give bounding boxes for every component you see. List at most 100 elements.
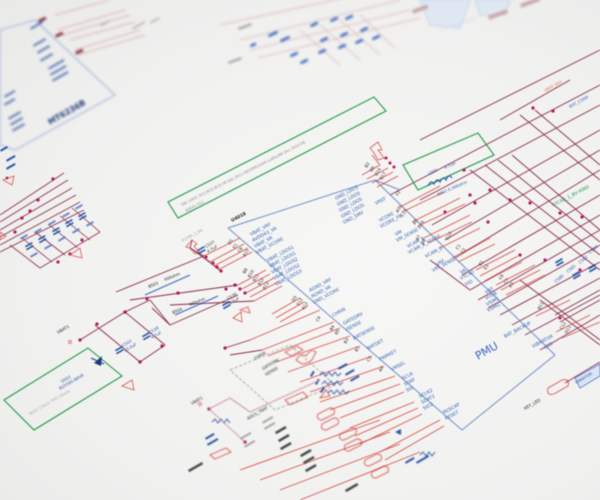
- svg-text:C7: C7: [503, 277, 510, 285]
- svg-text:B11: B11: [252, 273, 261, 283]
- adc-net-label: ADCS_TBAT: [246, 405, 269, 421]
- svg-text:B11: B11: [537, 301, 546, 311]
- svg-text:VBT: VBT: [484, 286, 495, 296]
- mt6236b-label: MT6236B: [47, 98, 88, 127]
- svg-text:C537: C537: [204, 239, 216, 249]
- bottom-right-region: KEY_LED VIBRATOR: [523, 289, 600, 411]
- pulldown-resistors: [211, 371, 436, 457]
- mt6236b-top-wires: [54, 0, 146, 56]
- pmu-ref: U4018: [230, 211, 247, 224]
- key-led-connector: [547, 379, 569, 395]
- pmu-top-pins: GND_LDOS GND_LDOS GND_LDOS GND_LDOS GND_…: [334, 184, 388, 225]
- inductor-label: R502 0.300ohm: [436, 179, 467, 197]
- cap-c580-label: C580: [553, 273, 565, 284]
- svg-text:A9: A9: [412, 218, 419, 226]
- inductor-box-outline: [402, 132, 495, 191]
- left-array-caps: [25, 212, 87, 251]
- inductor-value: 4.7uH: [443, 161, 456, 170]
- cap-c543: C543 10.0uF: [114, 338, 138, 355]
- svg-text:A4: A4: [378, 365, 385, 373]
- vbat-bottom-label: VBAT1: [190, 395, 204, 406]
- svg-text:C4: C4: [315, 315, 322, 323]
- svg-text:4.7uF: 4.7uF: [150, 330, 163, 340]
- svg-text:B3: B3: [343, 337, 350, 345]
- svg-text:SDAT: SDAT: [403, 377, 417, 388]
- left-junctions: [78, 255, 247, 364]
- svg-text:D8: D8: [420, 238, 427, 246]
- svg-text:A15: A15: [242, 248, 251, 258]
- svg-text:B504: B504: [172, 306, 184, 315]
- top-left-chip-region: MT6236B: [0, 0, 160, 151]
- pmu-pin-wires: [203, 154, 600, 500]
- ground-arrow-c536: [232, 311, 243, 323]
- inductor-box: L501 4.7uH R502 0.300ohm: [402, 132, 495, 197]
- charger-label: CHRIN: [253, 350, 267, 361]
- left-array-ground-symbol: [69, 247, 83, 259]
- svg-text:B17: B17: [379, 171, 388, 181]
- cap-c583-label: C583: [587, 244, 599, 255]
- svg-text:VUSB: VUSB: [484, 291, 498, 302]
- svg-text:B8: B8: [242, 267, 249, 275]
- top-right-boxes: [412, 0, 541, 31]
- svg-text:VMSEL: VMSEL: [390, 360, 407, 373]
- pmu-outline-left-bottom: [227, 227, 556, 431]
- svg-text:A11: A11: [395, 204, 404, 214]
- ferrite-b503: B503 600ohm: [144, 271, 191, 296]
- small-blue-labels: [205, 363, 430, 464]
- svg-text:VM: VM: [394, 229, 403, 238]
- pmu-left-pin-numbers: D1 E1 C8 A15 B8 B10 B11 B12 B13 D3 E12 A…: [227, 238, 385, 373]
- pmu-top-pin-numbers: B2 B6 B14 B17 F2: [364, 161, 402, 197]
- diode-ref: D502: [60, 374, 72, 384]
- svg-text:VREF: VREF: [374, 196, 388, 207]
- inductor-ref: L501: [427, 167, 438, 176]
- svg-text:E1: E1: [478, 259, 485, 266]
- cap-c582-label: C582: [577, 254, 589, 265]
- svg-text:BATDET: BATDET: [366, 338, 385, 352]
- svg-text:C2: C2: [460, 247, 467, 255]
- svg-text:C6: C6: [498, 273, 505, 281]
- svg-text:SIO: SIO: [405, 385, 415, 394]
- cap-c538: C538 4.7uF: [141, 325, 163, 341]
- note-box-line1: DEL U502, R(1),R(2),R(3) 09 XAL 2011 DEV…: [181, 140, 307, 207]
- pmu-chip: U4018 PMU VBAT_VRF AVDD43_VA VBAT_VA VBA…: [227, 161, 572, 431]
- diode-box-outline: [3, 347, 123, 431]
- top-center-bus: [219, 0, 421, 66]
- svg-text:C543: C543: [121, 338, 133, 348]
- svg-text:VIO: VIO: [464, 278, 474, 287]
- svg-text:600ohm: 600ohm: [164, 271, 181, 282]
- cap-c537: C537 4.7uF: [196, 239, 219, 255]
- svg-text:A7: A7: [415, 234, 422, 242]
- svg-text:10.0uF: 10.0uF: [123, 341, 138, 353]
- left-array-junctions: [13, 177, 84, 264]
- inductor-symbol: [427, 175, 453, 187]
- svg-text:BAT_BACKUP: BAT_BACKUP: [503, 321, 532, 340]
- left-components: C537 4.7uF B503 600ohm B504 600ohm C536 …: [56, 239, 243, 391]
- svg-text:B503: B503: [148, 280, 160, 289]
- svg-text:B14: B14: [374, 167, 383, 177]
- svg-text:C536: C536: [226, 291, 238, 301]
- svg-text:SIO2: SIO2: [422, 401, 434, 411]
- charger-dashed-box: [229, 344, 336, 411]
- left-array-bus-lines: [0, 172, 101, 269]
- bottom-small-labels: [188, 426, 359, 493]
- svg-text:A12: A12: [301, 301, 310, 311]
- svg-text:PWRKEY: PWRKEY: [378, 348, 398, 362]
- svg-text:E3: E3: [483, 263, 490, 270]
- power-arrow-top: [185, 239, 200, 255]
- note-box-outline: [167, 96, 387, 219]
- top-center-components: [250, 14, 381, 65]
- svg-text:C10: C10: [445, 231, 454, 241]
- left-capacitor-array: [0, 146, 101, 269]
- pmu-name: PMU: [473, 339, 500, 362]
- svg-text:B2: B2: [364, 161, 371, 169]
- svg-text:C538: C538: [148, 325, 160, 335]
- key-led-label: KEY_LED: [523, 397, 541, 410]
- svg-text:LED: LED: [543, 341, 554, 351]
- right-side-caps: C580 C581 C582 C583: [553, 244, 599, 284]
- ground-arrow-diode: [121, 379, 135, 391]
- svg-text:C5: C5: [366, 355, 373, 363]
- svg-text:CHRIN: CHRIN: [331, 307, 347, 319]
- svg-text:C8: C8: [237, 246, 244, 254]
